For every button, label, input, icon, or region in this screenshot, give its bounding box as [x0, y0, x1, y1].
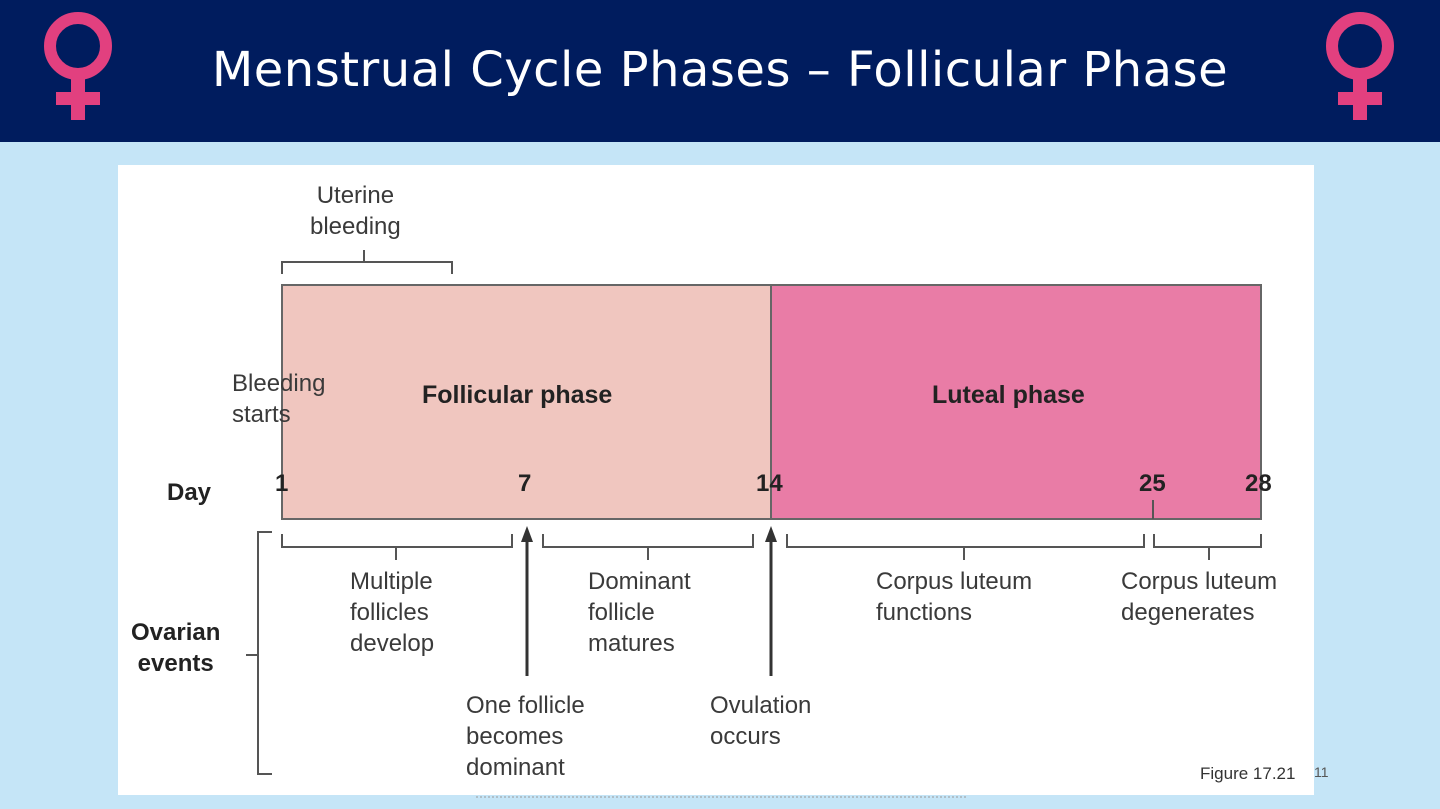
bracket-corpus-functions: [786, 534, 1145, 560]
luteal-phase-bar: [770, 284, 1262, 520]
ovarian-events-bracket: [246, 531, 272, 775]
multiple-follicles-label: Multiple follicles develop: [350, 568, 435, 657]
dominant-follicle-arrowhead: [521, 526, 533, 542]
bracket-multiple-follicles: [281, 534, 513, 560]
ovulation-label: Ovulation occurs: [710, 692, 812, 750]
figure-reference: Figure 17.21: [1200, 764, 1296, 783]
uterine-bleeding-label: Uterine bleeding: [310, 182, 401, 240]
slide-header: Menstrual Cycle Phases – Follicular Phas…: [0, 0, 1440, 142]
slide-number: 11: [1314, 764, 1329, 780]
venus-icon: [44, 12, 112, 120]
uterine-bleeding-bracket: [281, 250, 453, 274]
luteal-phase-label: Luteal phase: [932, 381, 1085, 409]
day-tick-label: 14: [756, 470, 783, 497]
follicular-phase-label: Follicular phase: [422, 381, 613, 409]
day-tick-label: 28: [1245, 470, 1272, 497]
day-tick-label: 7: [518, 470, 532, 497]
corpus-functions-label: Corpus luteum functions: [876, 568, 1033, 626]
corpus-degenerates-label: Corpus luteum degenerates: [1121, 568, 1278, 626]
bracket-corpus-degenerates: [1153, 534, 1262, 560]
venus-icon: [1326, 12, 1394, 120]
day-label: Day: [167, 479, 212, 506]
slide-title: Menstrual Cycle Phases – Follicular Phas…: [211, 42, 1229, 98]
bleeding-starts-label: Bleeding starts: [232, 370, 326, 428]
day-tick-label: 25: [1139, 470, 1166, 497]
ovulation-arrowhead: [765, 526, 777, 542]
day-tick-label: 1: [275, 470, 289, 497]
bracket-dominant-matures: [542, 534, 754, 560]
dominant-matures-label: Dominant follicle matures: [588, 568, 691, 657]
ovarian-events-label: Ovarian events: [131, 619, 221, 677]
one-follicle-label: One follicle becomes dominant: [466, 692, 585, 781]
